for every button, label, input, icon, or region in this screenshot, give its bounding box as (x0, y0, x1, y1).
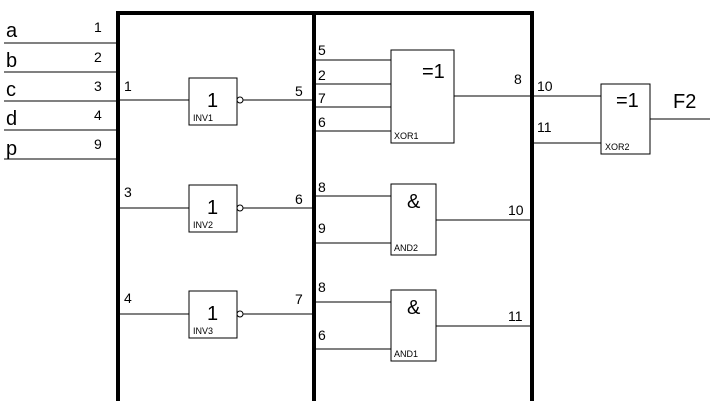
wire-label: 8 (514, 71, 522, 87)
input-label: b (6, 50, 17, 72)
wire-label: 6 (318, 327, 326, 343)
gate-symbol: & (407, 297, 421, 319)
wire-label: 10 (537, 78, 553, 94)
gate-symbol: =1 (422, 61, 445, 83)
gate-and1: 8 6 & AND1 11 (314, 279, 532, 362)
input-number: 1 (94, 19, 102, 35)
gate-name: XOR1 (394, 131, 419, 141)
gate-xor2: 10 11 =1 XOR2 F2 (532, 78, 710, 155)
wire-label: 5 (318, 42, 326, 58)
input-p: p 9 (4, 136, 118, 160)
gate-symbol: 1 (207, 303, 218, 325)
gate-name: AND2 (394, 243, 418, 253)
wire-label: 7 (318, 90, 326, 106)
wire-label: 4 (124, 290, 132, 306)
wire-label: 8 (318, 179, 326, 195)
gate-symbol: 1 (207, 90, 218, 112)
input-label: d (6, 108, 17, 130)
output-label: F2 (673, 91, 696, 113)
gate-inv2: 3 1 INV2 6 (118, 184, 314, 233)
wire-label: 2 (318, 67, 326, 83)
wire-label: 6 (318, 114, 326, 130)
input-label: c (6, 79, 16, 101)
wire-label: 7 (295, 291, 303, 307)
gate-name: XOR2 (605, 142, 630, 152)
input-number: 3 (94, 78, 102, 94)
negation-bubble (236, 310, 244, 318)
input-a: a 1 (4, 19, 118, 44)
input-b: b 2 (4, 49, 118, 73)
wire-label: 11 (508, 308, 523, 324)
gate-symbol: =1 (616, 90, 639, 112)
gate-and2: 8 9 & AND2 10 (314, 179, 532, 256)
gate-symbol: & (407, 191, 421, 213)
gate-name: AND1 (394, 349, 418, 359)
negation-bubble (236, 96, 244, 104)
input-number: 9 (94, 136, 102, 152)
wire-label: 6 (295, 191, 303, 207)
input-label: a (6, 20, 18, 42)
input-c: c 3 (4, 78, 118, 102)
wire-label: 3 (124, 184, 132, 200)
wire-label: 9 (318, 220, 326, 236)
gate-inv1: 1 1 INV1 5 (118, 77, 314, 126)
input-d: d 4 (4, 107, 118, 131)
wire-label: 10 (508, 202, 524, 218)
input-number: 2 (94, 49, 102, 65)
negation-bubble (236, 204, 244, 212)
input-label: p (6, 138, 17, 160)
input-number: 4 (94, 107, 102, 123)
gate-name: INV2 (193, 220, 213, 230)
wire-label: 11 (537, 119, 552, 135)
gate-name: INV1 (193, 113, 213, 123)
gate-xor1: 5 2 7 6 =1 XOR1 8 (314, 42, 532, 144)
gate-inv3: 4 1 INV3 7 (118, 290, 314, 339)
wire-label: 1 (124, 78, 132, 94)
wire-label: 5 (295, 83, 303, 99)
gate-name: INV3 (193, 326, 213, 336)
wire-label: 8 (318, 279, 326, 295)
gate-symbol: 1 (207, 197, 218, 219)
